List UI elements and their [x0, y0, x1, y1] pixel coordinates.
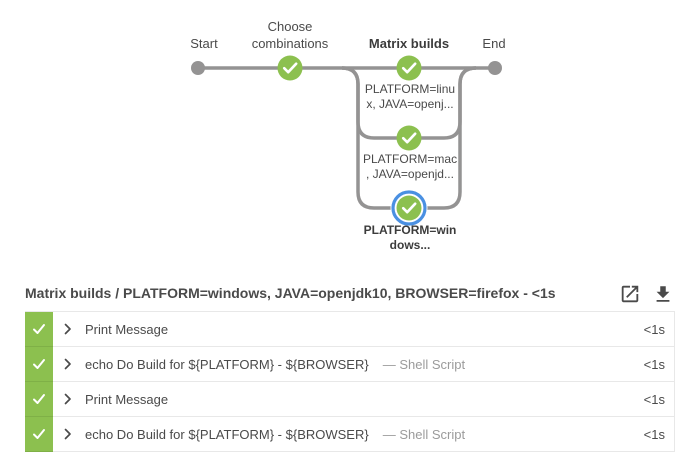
step-row[interactable]: echo Do Build for ${PLATFORM} - ${BROWSE…: [25, 347, 675, 382]
check-icon: [401, 62, 417, 74]
check-icon: [33, 359, 45, 369]
graph-node-choose-combinations[interactable]: [277, 55, 303, 81]
step-status-success: [25, 312, 53, 347]
step-duration: <1s: [643, 426, 665, 442]
check-icon: [33, 429, 45, 439]
check-icon: [401, 202, 417, 214]
steps-table: Print Message <1s echo Do Build for ${PL…: [25, 311, 675, 452]
graph-node-branch-mac[interactable]: [396, 125, 422, 151]
chevron-right-icon[interactable]: [64, 358, 72, 370]
check-icon: [401, 132, 417, 144]
step-main: echo Do Build for ${PLATFORM} - ${BROWSE…: [53, 417, 675, 452]
chevron-right-icon[interactable]: [64, 393, 72, 405]
selected-branch-title: Matrix builds / PLATFORM=windows, JAVA=o…: [25, 285, 556, 301]
stage-label-start: Start: [190, 36, 218, 51]
step-main: Print Message <1s: [53, 382, 675, 417]
branch-label-line: PLATFORM=linu: [364, 82, 456, 96]
step-duration: <1s: [643, 321, 665, 337]
branch-label-mac: PLATFORM=mac , JAVA=openjd...: [363, 152, 457, 182]
detail-actions: [619, 283, 674, 305]
step-main: Print Message <1s: [53, 312, 675, 347]
check-icon: [33, 324, 45, 334]
download-icon[interactable]: [652, 283, 674, 305]
step-type-label: — Shell Script: [382, 356, 466, 372]
stage-label-choose-combinations: Choose combinations: [251, 19, 329, 51]
branch-label-windows: PLATFORM=win dows...: [364, 223, 457, 253]
stage-label-end: End: [482, 36, 506, 51]
branch-label-line: PLATFORM=win: [363, 223, 457, 237]
check-icon: [33, 394, 45, 404]
graph-node-branch-linux[interactable]: [396, 55, 422, 81]
branch-label-line: x, JAVA=openj...: [366, 97, 454, 111]
step-duration: <1s: [643, 356, 665, 372]
step-name: Print Message: [85, 391, 169, 407]
step-name: Print Message: [85, 321, 169, 337]
check-icon: [282, 62, 298, 74]
step-row[interactable]: echo Do Build for ${PLATFORM} - ${BROWSE…: [25, 417, 675, 452]
step-duration: <1s: [643, 391, 665, 407]
branch-label-line: dows...: [389, 238, 431, 252]
step-main: echo Do Build for ${PLATFORM} - ${BROWSE…: [53, 347, 675, 382]
graph-node-start: [191, 61, 205, 75]
graph-node-branch-windows-selected[interactable]: [390, 189, 428, 227]
pipeline-graph-canvas: [191, 55, 502, 227]
chevron-right-icon[interactable]: [64, 428, 72, 440]
step-name: echo Do Build for ${PLATFORM} - ${BROWSE…: [85, 426, 369, 442]
step-name: echo Do Build for ${PLATFORM} - ${BROWSE…: [85, 356, 369, 372]
step-status-success: [25, 347, 53, 382]
step-status-success: [25, 417, 53, 452]
stage-label-matrix-builds: Matrix builds: [368, 36, 450, 51]
step-row[interactable]: Print Message <1s: [25, 382, 675, 417]
branch-label-line: , JAVA=openjd...: [366, 167, 454, 181]
graph-node-end: [488, 61, 502, 75]
branch-label-linux: PLATFORM=linu x, JAVA=openj...: [365, 82, 455, 112]
step-type-label: — Shell Script: [382, 426, 466, 442]
selected-node-ring: [391, 190, 427, 226]
step-status-success: [25, 382, 53, 417]
open-in-new-icon[interactable]: [619, 283, 641, 305]
step-row[interactable]: Print Message <1s: [25, 312, 675, 347]
branch-label-line: PLATFORM=mac: [362, 152, 458, 166]
chevron-right-icon[interactable]: [64, 323, 72, 335]
